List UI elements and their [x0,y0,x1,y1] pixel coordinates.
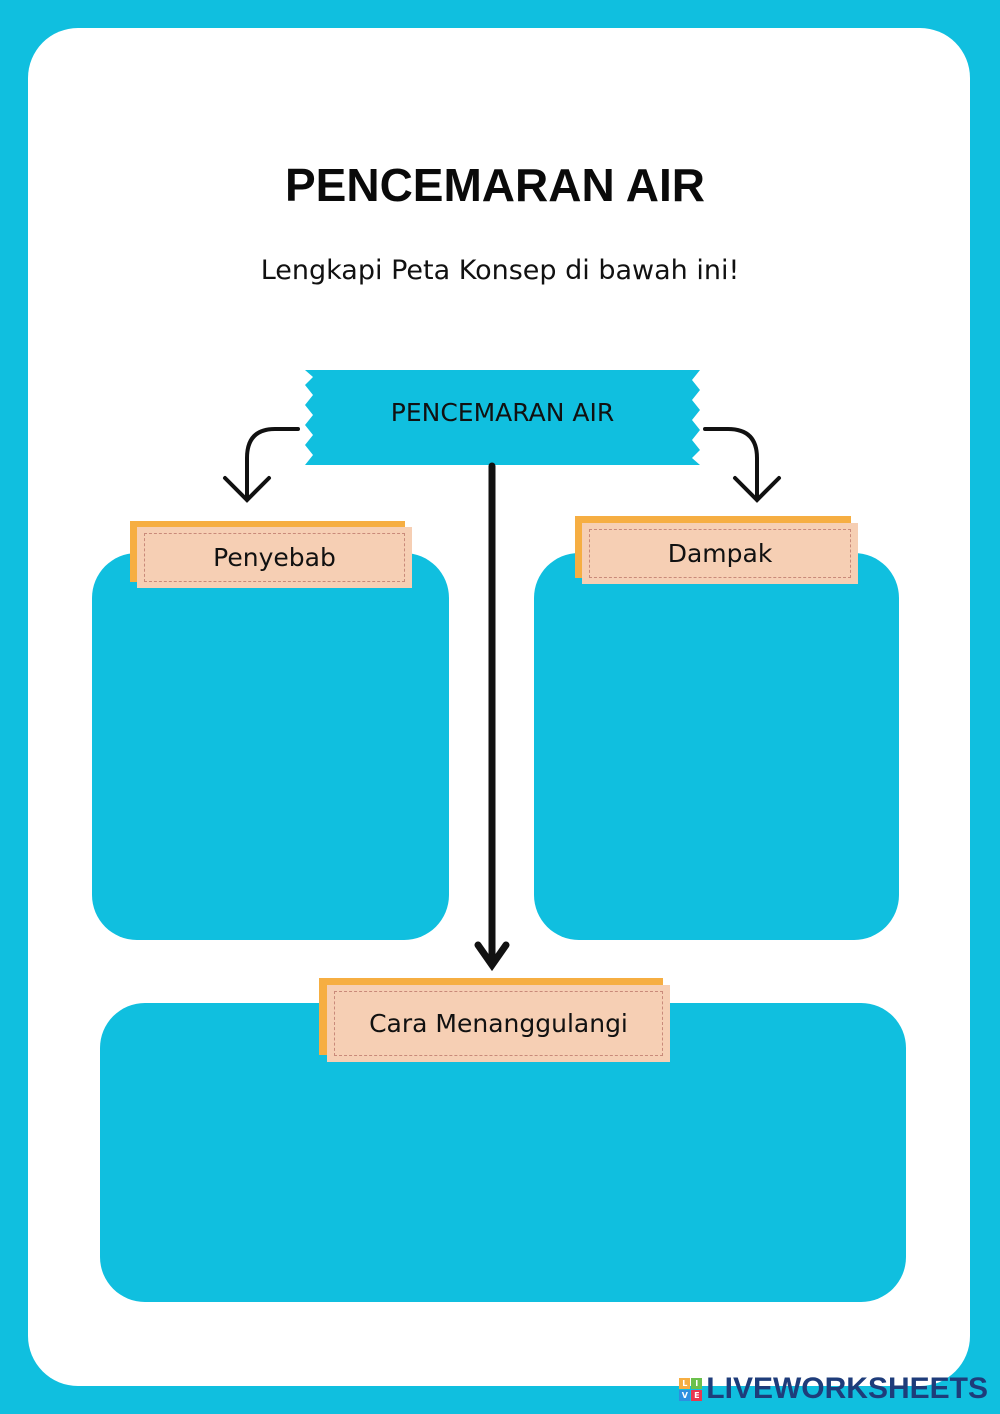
central-node-label: PENCEMARAN AIR [390,398,615,427]
label-impacts-text: Dampak [589,529,851,578]
central-tape-shape [305,370,700,465]
label-solutions-text: Cara Menanggulangi [334,991,663,1056]
liveworksheets-logo: L I V E LIVEWORKSHEETS [679,1372,988,1406]
logo-letter: L [679,1377,691,1389]
label-causes-text: Penyebab [144,533,405,582]
label-impacts: Dampak [582,523,858,584]
arrow-right [703,427,781,503]
arrow-left [223,427,300,503]
instruction-text: Lengkapi Peta Konsep di bawah ini! [260,255,740,286]
page-title: PENCEMARAN AIR [285,159,705,211]
logo-letter: E [691,1389,703,1401]
logo-icon: L I V E [679,1377,703,1401]
label-solutions: Cara Menanggulangi [327,985,670,1062]
logo-letter: V [679,1389,691,1401]
label-causes: Penyebab [137,527,412,588]
causes-answer-box[interactable] [92,553,449,940]
impacts-answer-box[interactable] [534,553,899,940]
logo-text: LIVEWORKSHEETS [706,1372,988,1405]
logo-letter: I [691,1377,703,1389]
arrow-center [474,462,510,972]
